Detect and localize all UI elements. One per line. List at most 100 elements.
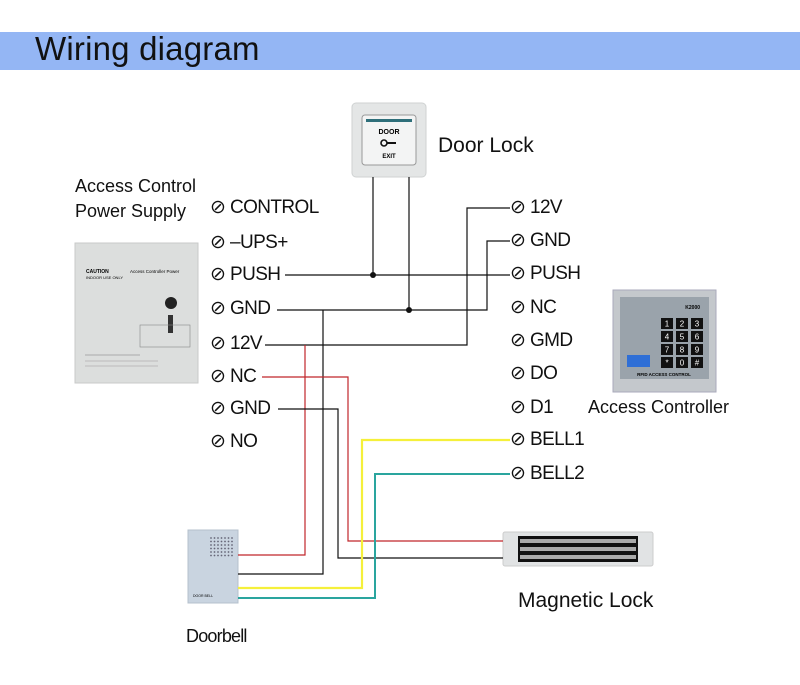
controller-terminal: ⊘GND bbox=[510, 229, 571, 252]
svg-text:EXIT: EXIT bbox=[382, 154, 396, 160]
terminal-screw-icon: ⊘ bbox=[210, 431, 226, 452]
keypad-key bbox=[661, 331, 673, 342]
terminal-label: CONTROL bbox=[230, 197, 319, 218]
terminal-label: GND bbox=[530, 230, 571, 251]
power-terminal: ⊘–UPS+ bbox=[210, 231, 288, 254]
terminal-screw-icon: ⊘ bbox=[210, 333, 226, 354]
power-terminal: ⊘PUSH bbox=[210, 263, 281, 286]
keypad-key-label: 2 bbox=[680, 320, 685, 329]
keypad-key-label: 6 bbox=[695, 333, 700, 342]
terminal-label: 12V bbox=[230, 333, 263, 354]
magnetic-lock-label: Magnetic Lock bbox=[518, 589, 654, 612]
keypad-key bbox=[691, 357, 703, 368]
svg-text:RFID ACCESS CONTROL: RFID ACCESS CONTROL bbox=[637, 372, 691, 377]
terminal-label: PUSH bbox=[230, 264, 281, 285]
keypad-key bbox=[676, 357, 688, 368]
doorbell-12v-wire bbox=[238, 345, 306, 556]
bell2-wire bbox=[238, 473, 510, 599]
keypad-key-label: 0 bbox=[680, 359, 685, 368]
svg-text:INDOOR USE ONLY: INDOOR USE ONLY bbox=[86, 275, 123, 280]
junction-dot bbox=[406, 307, 412, 313]
power-terminal: ⊘12V bbox=[210, 332, 263, 355]
terminal-screw-icon: ⊘ bbox=[210, 197, 226, 218]
12v-wire bbox=[265, 207, 510, 346]
keypad-key bbox=[676, 331, 688, 342]
bell1-wire bbox=[238, 438, 510, 590]
keypad-key-label: # bbox=[695, 359, 700, 368]
terminal-screw-icon: ⊘ bbox=[510, 397, 526, 418]
terminal-screw-icon: ⊘ bbox=[510, 197, 526, 218]
power-terminal: ⊘GND bbox=[210, 297, 271, 320]
doorbell-gnd-wire bbox=[238, 310, 324, 575]
access-controller-image: K2000 RFID ACCESS CONTROL 1 2 3 4 5 6 7 8 9 * 0 # bbox=[612, 289, 717, 393]
controller-terminal: ⊘BELL1 bbox=[510, 428, 585, 451]
power-supply-label-2: Power Supply bbox=[75, 201, 187, 221]
terminal-label: D1 bbox=[530, 397, 554, 418]
keypad-key-label: 7 bbox=[665, 346, 670, 355]
terminal-label: PUSH bbox=[530, 263, 581, 284]
junction-dot bbox=[370, 272, 376, 278]
terminal-screw-icon: ⊘ bbox=[210, 232, 226, 253]
power-supply-image: CAUTION INDOOR USE ONLY Access Controlle… bbox=[74, 242, 199, 384]
controller-terminal: ⊘DO bbox=[510, 362, 558, 385]
keypad-key-label: 1 bbox=[665, 320, 670, 329]
svg-text:K2000: K2000 bbox=[685, 305, 700, 311]
wires bbox=[238, 177, 510, 599]
gnd-maglock-wire bbox=[278, 408, 503, 559]
terminal-screw-icon: ⊘ bbox=[210, 298, 226, 319]
terminal-screw-icon: ⊘ bbox=[510, 363, 526, 384]
svg-text:Access Controller Power: Access Controller Power bbox=[130, 269, 180, 274]
controller-terminal: ⊘D1 bbox=[510, 396, 554, 419]
doorbell-image: DOOR BELL bbox=[187, 529, 239, 604]
keypad-key-label: 9 bbox=[695, 346, 700, 355]
terminal-label: BELL2 bbox=[530, 463, 585, 484]
terminal-screw-icon: ⊘ bbox=[510, 230, 526, 251]
svg-text:DOOR BELL: DOOR BELL bbox=[193, 594, 213, 598]
power-terminal: ⊘CONTROL bbox=[210, 196, 319, 219]
keypad-key bbox=[691, 344, 703, 355]
doorbell-label: Doorbell bbox=[186, 626, 247, 646]
keypad-key-label: 5 bbox=[680, 333, 685, 342]
terminal-label: NC bbox=[230, 366, 257, 387]
controller-terminal: ⊘12V bbox=[510, 196, 563, 219]
keypad-key bbox=[691, 318, 703, 329]
keypad-key-label: 4 bbox=[665, 333, 670, 342]
terminal-label: NO bbox=[230, 431, 258, 452]
header-bar: Wiring diagram bbox=[0, 30, 800, 70]
keypad-key bbox=[676, 344, 688, 355]
controller-terminal: ⊘BELL2 bbox=[510, 462, 585, 485]
magnetic-lock-image bbox=[502, 531, 654, 567]
terminal-label: 12V bbox=[530, 197, 563, 218]
terminal-screw-icon: ⊘ bbox=[210, 398, 226, 419]
access-controller-label: Access Controller bbox=[588, 397, 730, 417]
door-exit-button-image: DOOR EXIT bbox=[351, 102, 427, 178]
terminal-label: –UPS+ bbox=[230, 232, 288, 253]
keypad-key bbox=[691, 331, 703, 342]
terminal-screw-icon: ⊘ bbox=[510, 463, 526, 484]
keypad-key-label: 3 bbox=[695, 320, 700, 329]
keypad-key bbox=[676, 318, 688, 329]
nc-maglock-wire bbox=[262, 376, 503, 542]
terminal-screw-icon: ⊘ bbox=[510, 330, 526, 351]
gnd-wire bbox=[277, 240, 510, 311]
keypad-key-label: 8 bbox=[680, 346, 685, 355]
terminal-label: NC bbox=[530, 297, 557, 318]
controller-terminal: ⊘GMD bbox=[510, 329, 573, 352]
power-terminal: ⊘GND bbox=[210, 397, 271, 420]
terminal-screw-icon: ⊘ bbox=[210, 264, 226, 285]
terminal-label: GND bbox=[230, 298, 271, 319]
page-title: Wiring diagram bbox=[35, 30, 260, 67]
terminal-label: GMD bbox=[530, 330, 573, 351]
terminal-screw-icon: ⊘ bbox=[510, 263, 526, 284]
door-lock-label: Door Lock bbox=[438, 134, 534, 157]
keypad-key bbox=[661, 318, 673, 329]
power-supply-label-1: Access Control bbox=[75, 176, 197, 196]
keypad-key-label: * bbox=[665, 359, 668, 368]
controller-terminal: ⊘NC bbox=[510, 296, 557, 319]
door-text: DOOR bbox=[379, 129, 400, 136]
terminal-label: DO bbox=[530, 363, 558, 384]
keypad-key bbox=[661, 344, 673, 355]
svg-text:CAUTION: CAUTION bbox=[86, 269, 109, 275]
